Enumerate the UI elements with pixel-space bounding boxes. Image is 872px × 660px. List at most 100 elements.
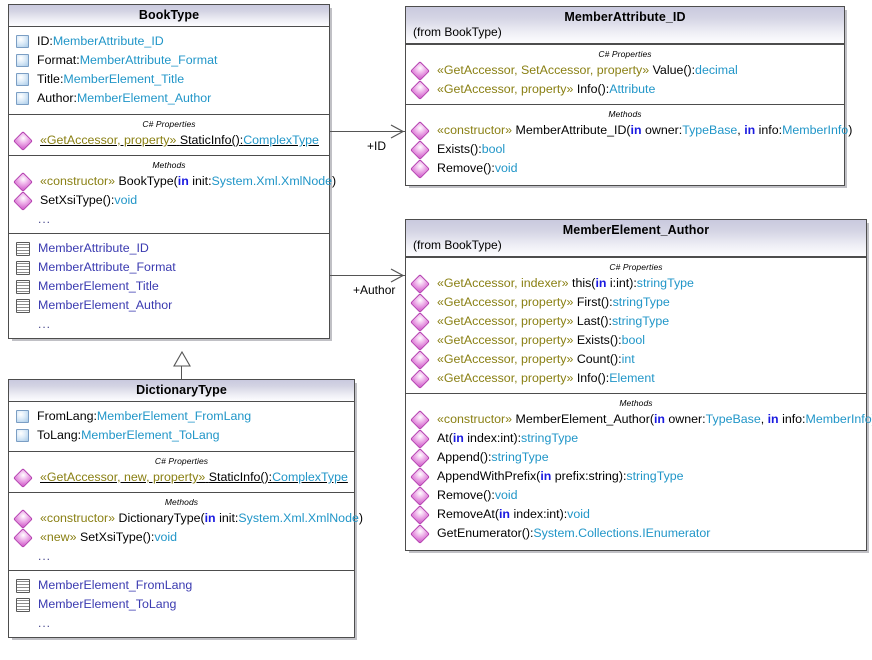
method-param-keyword: in: [177, 174, 189, 188]
class-box-booktype[interactable]: BookType ID:MemberAttribute_ID Format:Me…: [8, 4, 336, 339]
property-icon: [410, 60, 430, 81]
property-type: bool: [621, 333, 646, 347]
method-row[interactable]: GetEnumerator():System.Collections.IEnum…: [406, 523, 866, 544]
method-row[interactable]: «new» SetXsiType():void: [9, 527, 354, 548]
property-name: this(: [572, 276, 596, 290]
nested-class-name: MemberAttribute_ID: [38, 241, 149, 255]
property-name: Count():: [576, 352, 622, 366]
method-param-name: prefix:string: [551, 469, 619, 483]
properties-section: C# Properties «GetAccessor, property» St…: [9, 114, 329, 155]
method-icon: [410, 523, 430, 544]
method-row[interactable]: AppendWithPrefix(in prefix:string):strin…: [406, 466, 866, 487]
property-icon: [13, 467, 33, 488]
method-row[interactable]: At(in index:int):stringType: [406, 428, 866, 449]
method-name: MemberElement_Author(: [515, 412, 654, 426]
method-type: void: [114, 193, 138, 207]
property-row[interactable]: «GetAccessor, indexer» this(in i:int):st…: [406, 273, 866, 294]
property-row[interactable]: «GetAccessor, new, property» StaticInfo(…: [9, 467, 354, 488]
property-row[interactable]: «GetAccessor, property» Count():int: [406, 349, 866, 370]
attribute-type: MemberElement_FromLang: [96, 409, 252, 423]
method-row[interactable]: «constructor» DictionaryType(in init:Sys…: [9, 508, 363, 529]
attribute-row[interactable]: Format:MemberAttribute_Format: [9, 51, 329, 70]
properties-section: C# Properties «GetAccessor, new, propert…: [9, 451, 354, 492]
property-close: ):: [629, 276, 637, 290]
method-row[interactable]: SetXsiType():void: [9, 190, 329, 211]
nested-class-row[interactable]: MemberElement_FromLang: [9, 576, 354, 595]
section-caption-properties: C# Properties: [598, 49, 652, 59]
property-row[interactable]: «GetAccessor, property» Info():Element: [406, 368, 866, 389]
attribute-row[interactable]: ToLang:MemberElement_ToLang: [9, 426, 354, 445]
attribute-row[interactable]: ID:MemberAttribute_ID: [9, 32, 329, 51]
method-row[interactable]: «constructor» MemberAttribute_ID(in owne…: [406, 120, 852, 141]
method-icon: [410, 428, 430, 449]
property-row[interactable]: «GetAccessor, property» Info():Attribute: [406, 79, 844, 100]
method-row[interactable]: «constructor» MemberElement_Author(in ow…: [406, 409, 872, 430]
attribute-icon: [16, 410, 29, 423]
property-row[interactable]: «GetAccessor, property» First():stringTy…: [406, 292, 866, 313]
property-type: Attribute: [609, 82, 656, 96]
method-name: AppendWithPrefix(: [437, 469, 541, 483]
property-param-keyword: in: [595, 276, 607, 290]
nested-class-row[interactable]: MemberElement_Author: [9, 296, 329, 315]
connector-line-assoc-id: [330, 131, 405, 132]
nested-more-ellipsis[interactable]: ...: [38, 317, 52, 331]
property-icon: [410, 311, 430, 332]
class-box-memberelement-author[interactable]: MemberElement_Author (from BookType) C# …: [405, 219, 872, 551]
method-row[interactable]: «constructor» BookType(in init:System.Xm…: [9, 171, 336, 192]
property-row[interactable]: «GetAccessor, property» Exists():bool: [406, 330, 866, 351]
attribute-name: ID:: [37, 34, 53, 48]
method-name: BookType(: [118, 174, 178, 188]
methods-more-ellipsis[interactable]: ...: [38, 212, 52, 226]
property-row[interactable]: «GetAccessor, SetAccessor, property» Val…: [406, 60, 844, 81]
connector-arrowhead-assoc-id: [390, 124, 405, 139]
class-title: DictionaryType: [136, 383, 227, 397]
class-box-dictionarytype[interactable]: DictionaryType FromLang:MemberElement_Fr…: [8, 379, 363, 638]
nested-more-ellipsis[interactable]: ...: [38, 616, 52, 630]
nested-class-row[interactable]: MemberElement_ToLang: [9, 595, 354, 614]
methods-more-ellipsis[interactable]: ...: [38, 549, 52, 563]
method-type: System.Collections.IEnumerator: [533, 526, 711, 540]
property-name: Info():: [576, 371, 610, 385]
property-icon: [13, 130, 33, 151]
method-name: DictionaryType(: [118, 511, 205, 525]
method-name: SetXsiType():: [40, 193, 115, 207]
method-row[interactable]: Remove():void: [406, 158, 844, 179]
method-close: ):: [559, 507, 568, 521]
method-name: Append():: [437, 450, 492, 464]
property-stereotype: «GetAccessor, property»: [437, 82, 574, 96]
method-name: SetXsiType():: [79, 530, 155, 544]
class-box-memberattribute-id[interactable]: MemberAttribute_ID (from BookType) C# Pr…: [405, 6, 852, 186]
property-icon: [410, 79, 430, 100]
property-row[interactable]: «GetAccessor, property» Last():stringTyp…: [406, 311, 866, 332]
nested-class-name: MemberAttribute_Format: [38, 260, 176, 274]
nested-class-row[interactable]: MemberAttribute_ID: [9, 239, 329, 258]
attribute-type: MemberAttribute_ID: [52, 34, 164, 48]
method-param-name: index:int: [463, 431, 514, 445]
method-row[interactable]: Append():stringType: [406, 447, 866, 468]
property-stereotype: «GetAccessor, property»: [437, 295, 574, 309]
property-name: Info():: [576, 82, 610, 96]
method-icon: [13, 527, 33, 548]
nested-class-row[interactable]: MemberElement_Title: [9, 277, 329, 296]
class-header-booktype: BookType: [9, 5, 329, 27]
method-param-name-2: info:: [755, 123, 783, 137]
method-row[interactable]: RemoveAt(in index:int):void: [406, 504, 866, 525]
method-close: ): [848, 123, 853, 137]
nested-classes-section: MemberAttribute_ID MemberAttribute_Forma…: [9, 233, 329, 338]
method-row[interactable]: Exists():bool: [406, 139, 844, 160]
method-icon: [13, 508, 33, 529]
method-close: ): [358, 511, 363, 525]
property-row[interactable]: «GetAccessor, property» StaticInfo():Com…: [9, 130, 329, 151]
property-name: Last():: [576, 314, 612, 328]
method-param-keyword: in: [540, 469, 552, 483]
property-name: Exists():: [576, 333, 622, 347]
method-type: bool: [481, 142, 506, 156]
attribute-row[interactable]: Title:MemberElement_Title: [9, 70, 329, 89]
method-row[interactable]: Remove():void: [406, 485, 866, 506]
attribute-row[interactable]: Author:MemberElement_Author: [9, 89, 329, 108]
method-name: MemberAttribute_ID(: [515, 123, 631, 137]
attribute-row[interactable]: FromLang:MemberElement_FromLang: [9, 407, 354, 426]
property-stereotype: «GetAccessor, indexer»: [437, 276, 569, 290]
nested-class-row[interactable]: MemberAttribute_Format: [9, 258, 329, 277]
methods-section: Methods «constructor» BookType(in init:S…: [9, 155, 336, 233]
